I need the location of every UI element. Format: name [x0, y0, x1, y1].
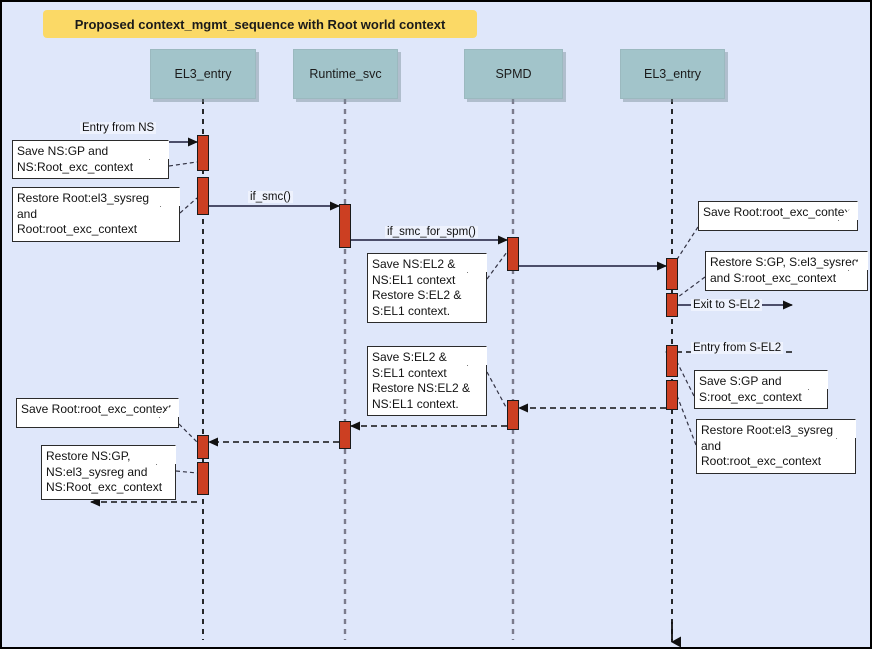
- note-n7: Save S:GP and S:root_exc_context: [694, 370, 828, 409]
- note-text: Save S:GP and S:root_exc_context: [699, 374, 802, 404]
- note-fold-edge-icon: [838, 201, 858, 221]
- activation-bar-a2: [197, 177, 209, 215]
- note-n2: Restore Root:el3_sysreg and Root:root_ex…: [12, 187, 180, 242]
- note-connector-n6: [673, 276, 706, 301]
- activation-bar-a10: [339, 421, 351, 449]
- participant-label: EL3_entry: [644, 67, 701, 81]
- note-connector-n1: [168, 161, 198, 167]
- note-text: Save NS:GP and NS:Root_exc_context: [17, 144, 134, 174]
- participant-label: SPMD: [495, 67, 532, 81]
- note-fold-edge-icon: [156, 445, 176, 465]
- note-fold-edge-icon: [159, 398, 179, 418]
- note-connector-n2: [179, 197, 198, 214]
- note-n9: Save Root:root_exc_context: [16, 398, 179, 428]
- note-text: Restore Root:el3_sysreg and Root:root_ex…: [17, 191, 150, 236]
- activation-bar-a12: [197, 462, 209, 495]
- note-fold-edge-icon: [808, 370, 828, 390]
- note-text: Save NS:EL2 & NS:EL1 context Restore S:E…: [372, 257, 462, 318]
- activation-bar-a1: [197, 135, 209, 171]
- activation-bar-a4: [507, 237, 519, 271]
- note-n6: Restore S:GP, S:el3_sysreg and S:root_ex…: [705, 251, 868, 291]
- note-connector-n10: [175, 470, 198, 474]
- message-label-m1: Entry from NS: [80, 122, 157, 134]
- note-n10: Restore NS:GP, NS:el3_sysreg and NS:Root…: [41, 445, 176, 500]
- note-n8: Restore Root:el3_sysreg and Root:root_ex…: [696, 419, 856, 474]
- participant-el3_left[interactable]: EL3_entry: [150, 49, 256, 99]
- note-text: Restore S:GP, S:el3_sysreg and S:root_ex…: [710, 255, 859, 285]
- message-label-m6: Entry from S-EL2: [691, 342, 784, 354]
- activation-bar-a11: [197, 435, 209, 459]
- activation-bar-a5: [666, 258, 678, 290]
- activation-bar-a6: [666, 293, 678, 317]
- note-fold-edge-icon: [467, 253, 487, 273]
- note-fold-edge-icon: [149, 140, 169, 160]
- participant-el3_right[interactable]: EL3_entry: [620, 49, 725, 99]
- activation-bar-a7: [666, 345, 678, 377]
- note-n3: Save NS:EL2 & NS:EL1 context Restore S:E…: [367, 253, 487, 323]
- message-label-m3: if_smc_for_spm(): [385, 226, 478, 238]
- note-fold-edge-icon: [848, 251, 868, 271]
- page-title: Proposed context_mgmt_sequence with Root…: [74, 16, 446, 32]
- note-fold-edge-icon: [836, 419, 856, 439]
- activation-bar-a9: [507, 400, 519, 430]
- note-connector-n7: [675, 359, 695, 397]
- participant-spmd[interactable]: SPMD: [464, 49, 563, 99]
- note-fold-edge-icon: [160, 187, 180, 207]
- message-label-m5: Exit to S-EL2: [691, 299, 763, 311]
- message-label-m2: if_smc(): [248, 191, 293, 203]
- note-fold-edge-icon: [467, 346, 487, 366]
- note-text: Save Root:root_exc_context: [21, 402, 172, 416]
- activation-bar-a3: [339, 204, 351, 248]
- note-n4: Save S:EL2 & S:EL1 context Restore NS:EL…: [367, 346, 487, 416]
- note-connector-n9: [178, 423, 198, 443]
- participant-label: Runtime_svc: [309, 67, 382, 81]
- note-connector-n8: [675, 392, 697, 446]
- note-text: Restore NS:GP, NS:el3_sysreg and NS:Root…: [46, 449, 163, 494]
- note-n1: Save NS:GP and NS:Root_exc_context: [12, 140, 169, 179]
- note-text: Save Root:root_exc_context: [703, 205, 854, 219]
- note-connector-n4: [486, 371, 508, 410]
- note-text: Save S:EL2 & S:EL1 context Restore NS:EL…: [372, 350, 471, 411]
- activation-bar-a8: [666, 380, 678, 410]
- participant-label: EL3_entry: [174, 67, 232, 81]
- note-text: Restore Root:el3_sysreg and Root:root_ex…: [701, 423, 834, 468]
- note-connector-n3: [486, 251, 508, 280]
- diagram-title-banner: Proposed context_mgmt_sequence with Root…: [43, 10, 477, 38]
- note-n5: Save Root:root_exc_context: [698, 201, 858, 231]
- participant-runtime[interactable]: Runtime_svc: [293, 49, 398, 99]
